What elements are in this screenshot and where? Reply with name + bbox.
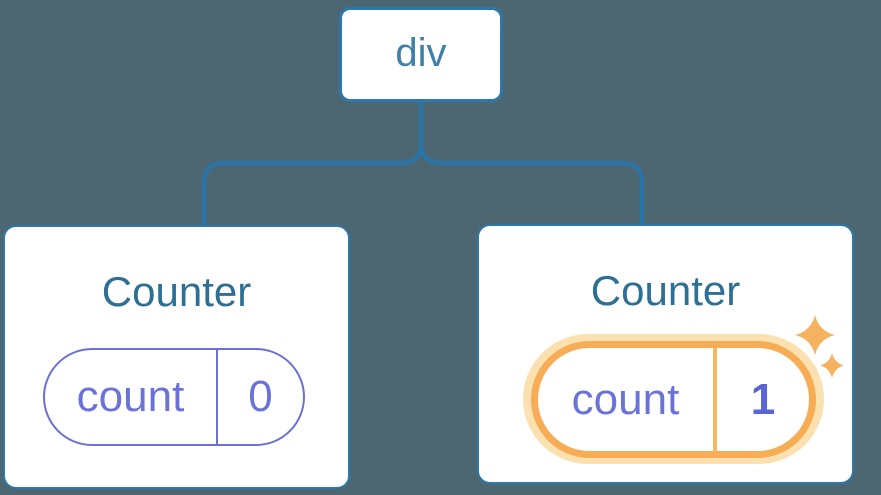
counter-right-title: Counter bbox=[590, 267, 741, 314]
connector-left-branch bbox=[201, 101, 424, 227]
connector-right-branch bbox=[418, 101, 645, 226]
counter-left-title: Counter bbox=[101, 268, 252, 315]
state-pill-highlight-halo: count 1 bbox=[523, 334, 824, 464]
state-value-right: 1 bbox=[750, 374, 776, 424]
counter-card-left: Counter count 0 bbox=[3, 225, 350, 489]
root-node-label: div bbox=[395, 30, 447, 75]
counter-card-right: Counter count 1 bbox=[477, 224, 854, 484]
state-key-left: count bbox=[45, 350, 218, 444]
state-key-right: count bbox=[538, 348, 717, 451]
state-pill-right-highlighted: count 1 bbox=[531, 341, 816, 458]
tree-root-node: div bbox=[339, 7, 503, 102]
state-pill-left: count 0 bbox=[43, 348, 305, 446]
state-value-left: 0 bbox=[248, 372, 273, 421]
